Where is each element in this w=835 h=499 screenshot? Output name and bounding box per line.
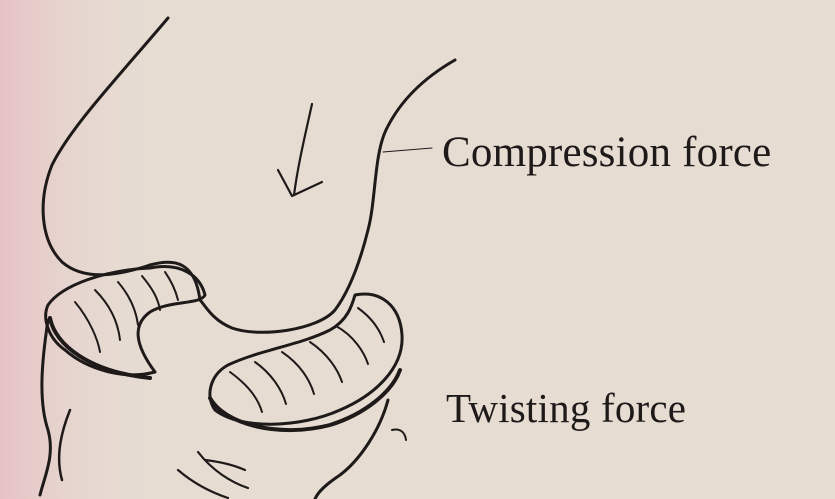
twisting-force-label: Twisting force (446, 384, 686, 432)
compression-force-label: Compression force (442, 128, 771, 177)
